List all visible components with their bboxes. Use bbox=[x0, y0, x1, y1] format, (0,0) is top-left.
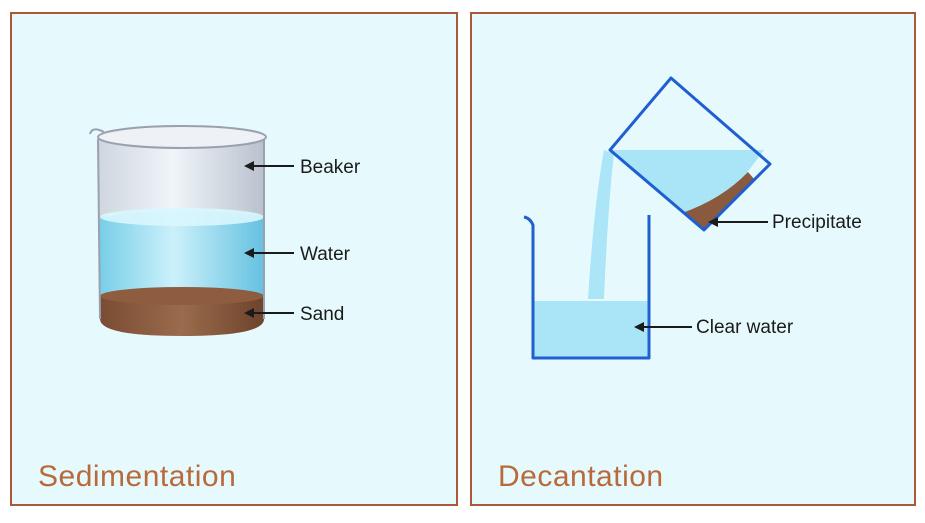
sedimentation-diagram: Beaker Water Sand bbox=[89, 125, 361, 336]
water-layer bbox=[100, 211, 264, 296]
water-label: Water bbox=[300, 244, 351, 265]
pouring-beaker bbox=[608, 76, 772, 232]
beaker bbox=[89, 125, 267, 336]
precipitate-pointer bbox=[708, 217, 768, 227]
water-pointer bbox=[244, 248, 294, 258]
beaker-pointer bbox=[244, 161, 294, 171]
sedimentation-title: Sedimentation bbox=[38, 460, 237, 493]
decantation-title: Decantation bbox=[498, 460, 664, 493]
sand-label: Sand bbox=[300, 304, 344, 325]
sedimentation-panel: Beaker Water Sand Sedimentation bbox=[10, 12, 458, 506]
precipitate-label: Precipitate bbox=[772, 212, 862, 233]
beaker-label: Beaker bbox=[300, 157, 361, 178]
sand-pointer bbox=[244, 308, 294, 318]
precipitate-layer bbox=[682, 172, 755, 230]
water-stream bbox=[588, 150, 614, 299]
clear-water-pointer bbox=[634, 322, 692, 332]
clear-water-label: Clear water bbox=[696, 317, 794, 338]
receiving-beaker bbox=[523, 215, 651, 360]
decantation-diagram: Precipitate Clear water bbox=[523, 76, 862, 360]
decantation-panel: Precipitate Clear water Decantation bbox=[470, 12, 916, 506]
